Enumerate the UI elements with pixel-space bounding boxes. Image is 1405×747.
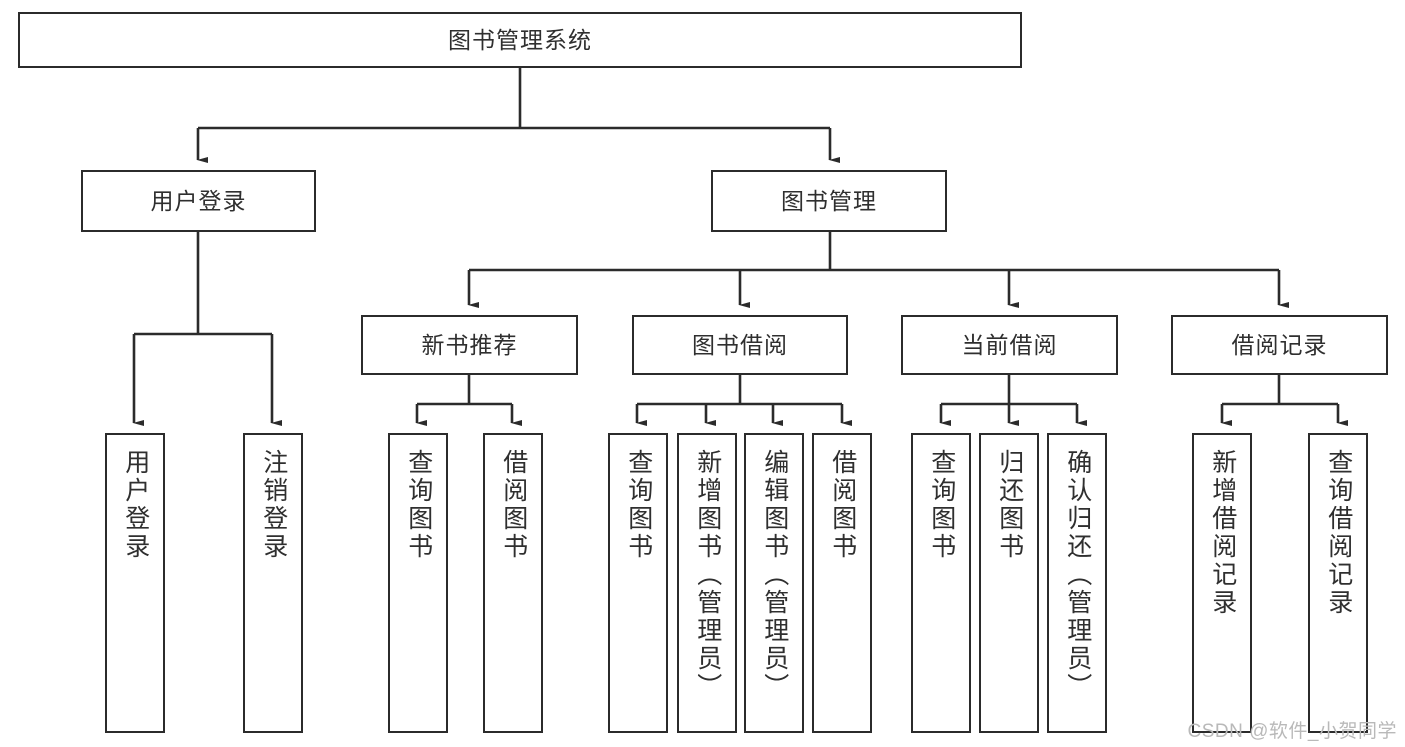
node-label: 查询图书 bbox=[404, 449, 433, 561]
leaf-query-book-new-rec[interactable]: 查询图书 bbox=[388, 433, 448, 733]
leaf-logout[interactable]: 注销登录 bbox=[243, 433, 303, 733]
node-root-图书管理系统[interactable]: 图书管理系统 bbox=[18, 12, 1022, 68]
node-label: 借阅图书 bbox=[499, 449, 528, 561]
leaf-user-login[interactable]: 用户登录 bbox=[105, 433, 165, 733]
node-book-manage[interactable]: 图书管理 bbox=[711, 170, 947, 232]
leaf-query-book-current[interactable]: 查询图书 bbox=[911, 433, 971, 733]
node-borrow-record[interactable]: 借阅记录 bbox=[1171, 315, 1388, 375]
leaf-borrow-book-new-rec[interactable]: 借阅图书 bbox=[483, 433, 543, 733]
node-label: 用户登录 bbox=[150, 187, 247, 214]
node-label: 编辑图书（管理员） bbox=[760, 449, 789, 701]
node-user-login[interactable]: 用户登录 bbox=[81, 170, 316, 232]
node-label: 查询图书 bbox=[927, 449, 956, 561]
node-label: 新增借阅记录 bbox=[1208, 449, 1237, 617]
node-label: 用户登录 bbox=[121, 449, 150, 561]
node-label: 注销登录 bbox=[259, 449, 288, 561]
node-label: 确认归还（管理员） bbox=[1063, 449, 1092, 701]
node-new-book-rec[interactable]: 新书推荐 bbox=[361, 315, 578, 375]
node-label: 新书推荐 bbox=[421, 331, 518, 358]
leaf-query-book-borrow[interactable]: 查询图书 bbox=[608, 433, 668, 733]
node-label: 新增图书（管理员） bbox=[693, 449, 722, 701]
node-book-borrow[interactable]: 图书借阅 bbox=[632, 315, 848, 375]
leaf-return-book[interactable]: 归还图书 bbox=[979, 433, 1039, 733]
node-label: 借阅记录 bbox=[1231, 331, 1328, 358]
leaf-borrow-book[interactable]: 借阅图书 bbox=[812, 433, 872, 733]
node-label: 图书管理系统 bbox=[448, 26, 592, 53]
node-label: 查询图书 bbox=[624, 449, 653, 561]
leaf-add-book[interactable]: 新增图书（管理员） bbox=[677, 433, 737, 733]
leaf-edit-book[interactable]: 编辑图书（管理员） bbox=[744, 433, 804, 733]
node-label: 归还图书 bbox=[995, 449, 1024, 561]
leaf-query-borrow-record[interactable]: 查询借阅记录 bbox=[1308, 433, 1368, 733]
node-label: 图书管理 bbox=[781, 187, 877, 214]
leaf-confirm-return[interactable]: 确认归还（管理员） bbox=[1047, 433, 1107, 733]
node-current-borrow[interactable]: 当前借阅 bbox=[901, 315, 1118, 375]
node-label: 当前借阅 bbox=[961, 331, 1058, 358]
leaf-add-borrow-record[interactable]: 新增借阅记录 bbox=[1192, 433, 1252, 733]
node-label: 图书借阅 bbox=[692, 331, 788, 358]
node-label: 借阅图书 bbox=[828, 449, 857, 561]
node-label: 查询借阅记录 bbox=[1324, 449, 1353, 617]
